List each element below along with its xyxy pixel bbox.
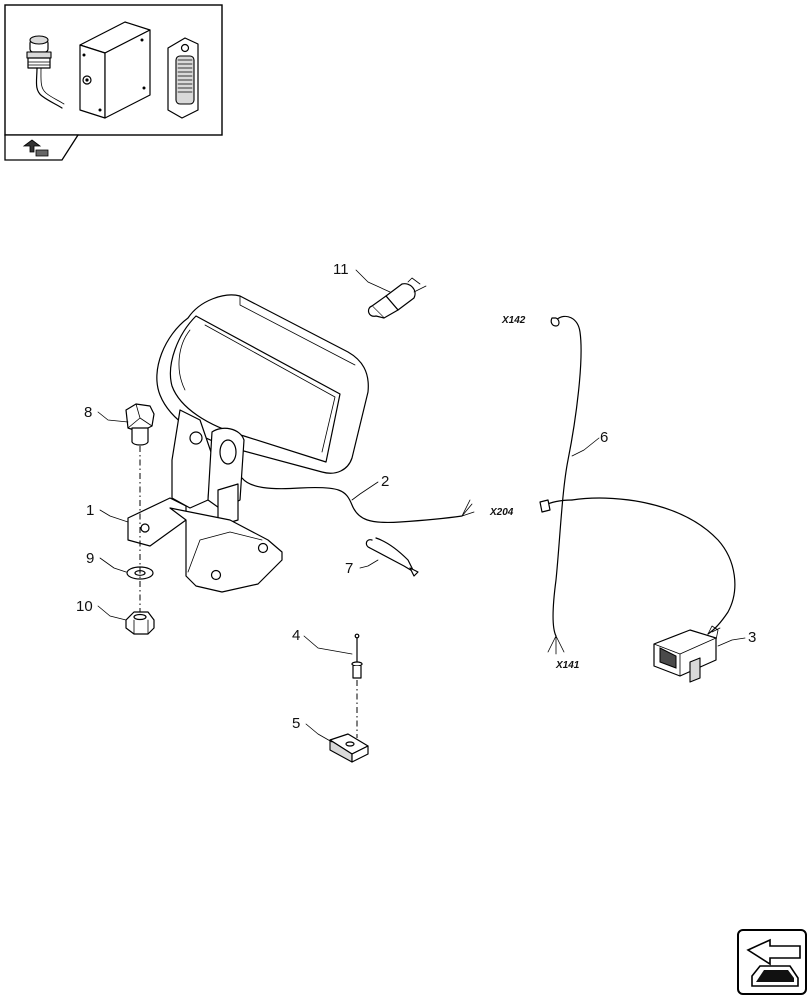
inset-control-box-icon <box>79 21 151 119</box>
callout-7: 7 <box>345 560 353 577</box>
connector-label-x142: X142 <box>501 315 526 326</box>
inset-sensor-icon <box>26 35 65 109</box>
inset-thumbnail-panel[interactable] <box>4 4 223 136</box>
leader-lines <box>97 269 746 743</box>
inset-switch-icon <box>167 37 199 119</box>
previous-page-arrow-icon[interactable] <box>4 134 80 161</box>
callout-9: 9 <box>86 550 94 567</box>
callout-6: 6 <box>600 429 608 446</box>
next-page-arrow-icon[interactable] <box>737 929 807 995</box>
connector-label-x141: X141 <box>555 660 580 671</box>
bolt-part <box>125 403 155 446</box>
callout-3: 3 <box>748 629 756 646</box>
callout-1: 1 <box>86 502 94 519</box>
nut-part <box>125 611 155 635</box>
work-lamp-assembly <box>127 294 475 593</box>
callout-5: 5 <box>292 715 300 732</box>
mounting-plate-part <box>329 733 369 763</box>
connector-label-x204: X204 <box>489 507 514 518</box>
cable-clip-part <box>365 537 419 577</box>
bulb-part <box>367 277 427 319</box>
wiring-harness <box>539 315 736 655</box>
callout-8: 8 <box>84 404 92 421</box>
callout-2: 2 <box>381 473 389 490</box>
callout-4: 4 <box>292 627 300 644</box>
rocker-switch-part <box>653 625 721 683</box>
rivet-part <box>351 633 363 679</box>
callout-11: 11 <box>333 261 349 278</box>
callout-10: 10 <box>76 598 93 615</box>
